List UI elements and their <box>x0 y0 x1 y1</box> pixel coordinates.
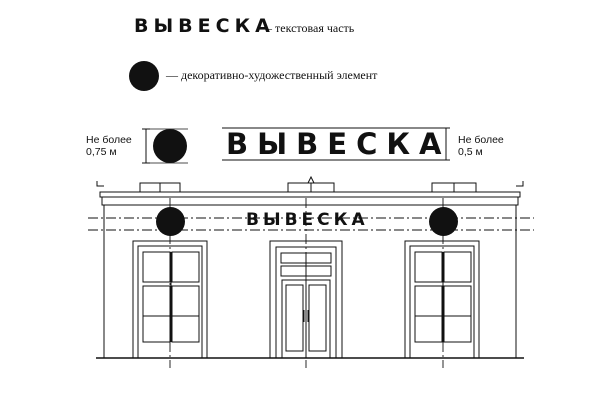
legend-text-sample: ВЫВЕСКА <box>134 15 275 37</box>
facade-decor-disc-right <box>429 207 458 236</box>
left-height-limit-line2: 0,75 м <box>86 146 117 158</box>
left-height-limit-label: Не более 0,75 м <box>86 134 132 158</box>
legend-decor-disc <box>129 61 159 91</box>
legend-decor-label: — декоративно-художественный элемент <box>166 68 378 82</box>
right-height-limit-line1: Не более <box>458 134 504 146</box>
dimension-decor-disc <box>153 129 187 163</box>
right-height-limit-line2: 0,5 м <box>458 146 483 158</box>
left-height-limit-line1: Не более <box>86 134 132 146</box>
legend-text-part-label: — текстовая часть <box>260 21 355 35</box>
right-height-limit-label: Не более 0,5 м <box>458 134 504 158</box>
dimension-sign-text: ВЫВЕСКА <box>226 127 451 161</box>
facade-sign-text: ВЫВЕСКА <box>246 210 369 230</box>
facade-decor-disc-left <box>156 207 185 236</box>
